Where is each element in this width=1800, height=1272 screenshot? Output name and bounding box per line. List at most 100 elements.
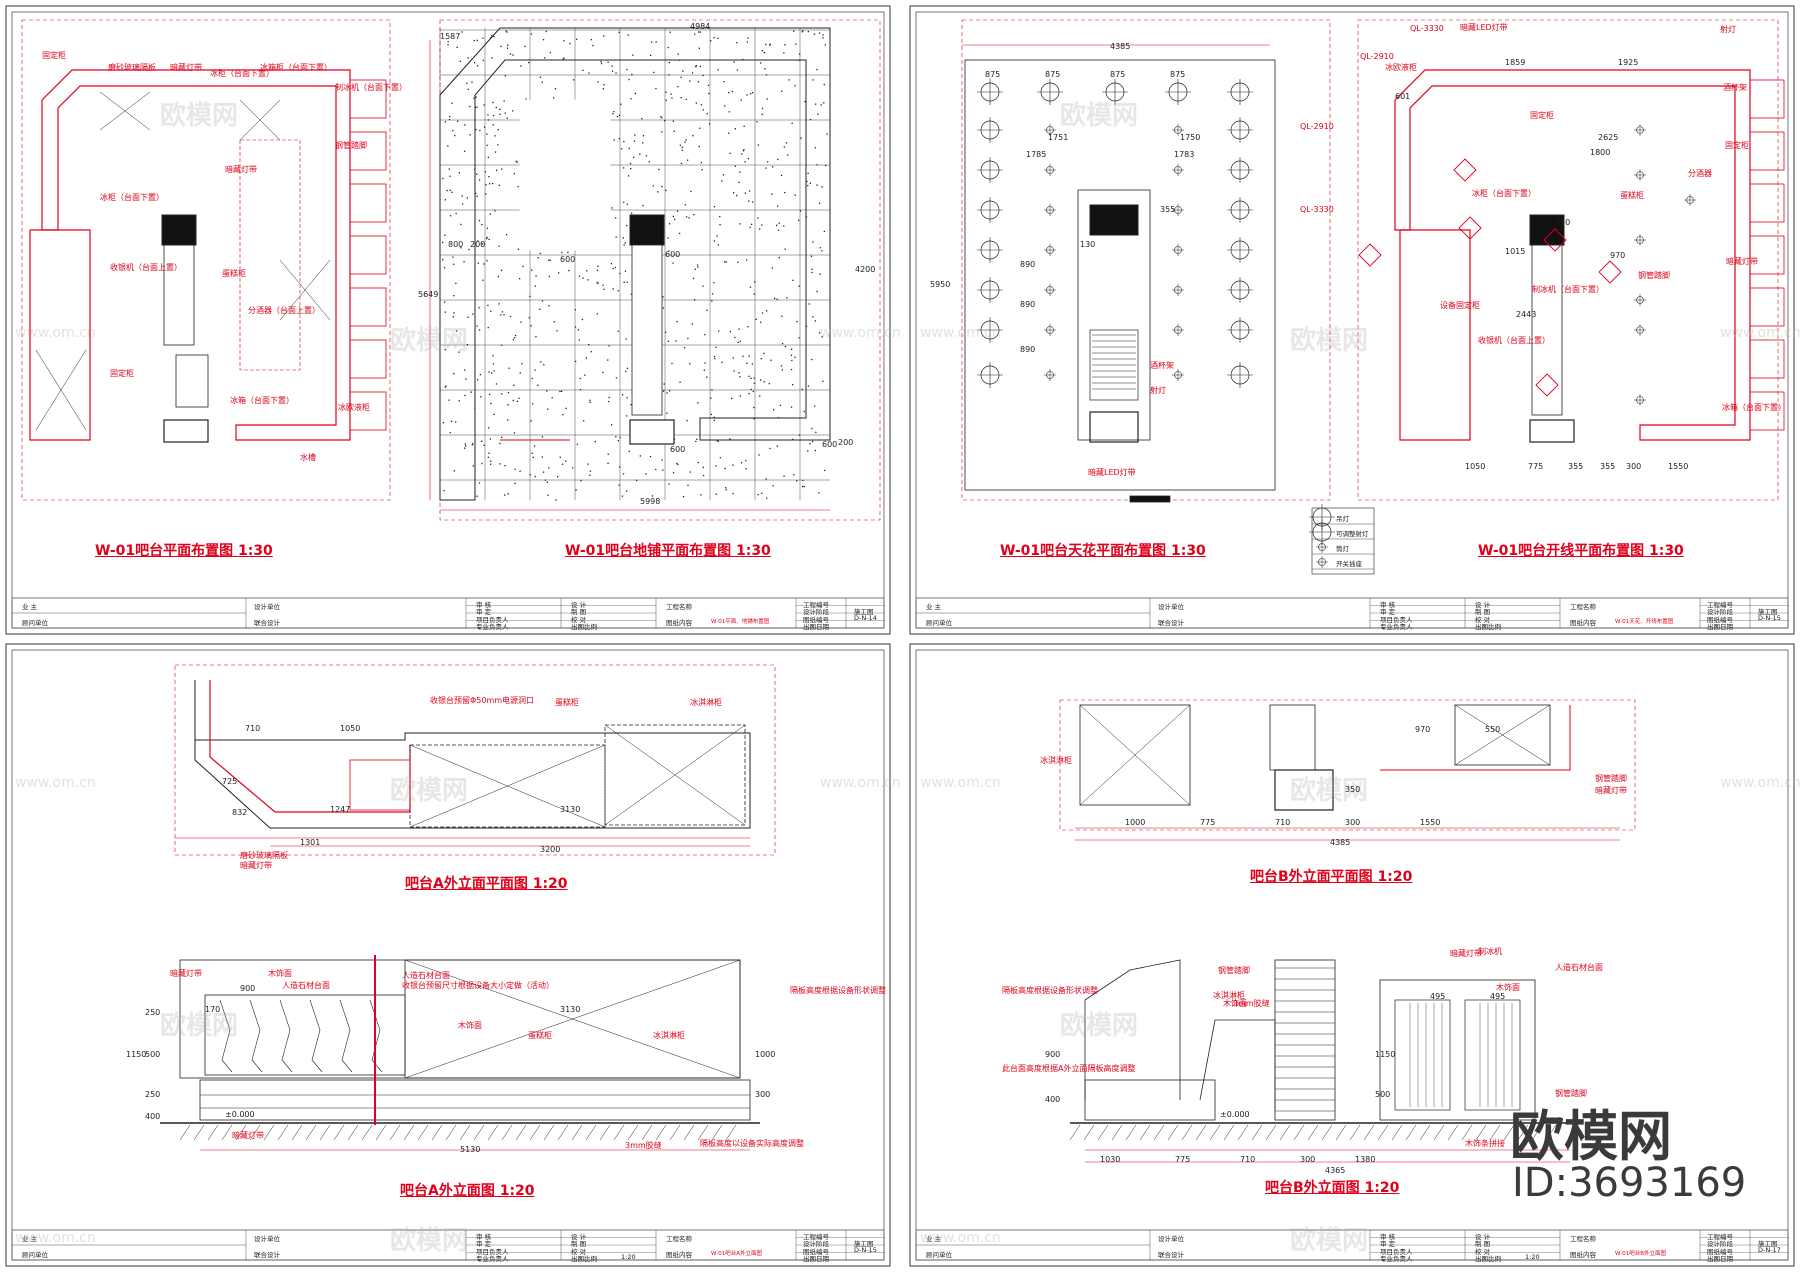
floor-texture-dot bbox=[791, 122, 793, 124]
elevation-title: 吧台B外立面平面图 1:20 bbox=[1250, 869, 1413, 885]
floor-texture-dot bbox=[661, 131, 663, 133]
floor-texture-dot bbox=[464, 124, 466, 126]
floor-texture-dot bbox=[475, 128, 477, 131]
display-cabinet bbox=[1274, 769, 1334, 811]
floor-texture-dot bbox=[592, 45, 594, 47]
floor-texture-dot bbox=[541, 300, 544, 302]
floor-hatch bbox=[1363, 1124, 1375, 1141]
section-marker-icon bbox=[1598, 260, 1622, 284]
floor-texture-dot bbox=[707, 84, 710, 86]
floor-hatch bbox=[1321, 1124, 1333, 1141]
floor-texture-dot bbox=[481, 462, 483, 465]
floor-texture-dot bbox=[780, 174, 783, 177]
title-block-field: 制 图 bbox=[571, 1240, 587, 1248]
plan-title: W-01吧台天花平面布置图 1:30 bbox=[1000, 543, 1206, 559]
floor-texture-dot bbox=[475, 96, 477, 98]
watermark-text: 欧模网 bbox=[1060, 1011, 1139, 1041]
floor-texture-dot bbox=[745, 459, 747, 462]
watermark-text: 欧模网 bbox=[1290, 776, 1369, 806]
floor-texture-dot bbox=[699, 65, 701, 68]
floor-texture-dot bbox=[515, 160, 517, 162]
floor-texture-dot bbox=[756, 121, 758, 123]
floor-texture-dot bbox=[541, 456, 543, 458]
floor-texture-dot bbox=[729, 438, 731, 440]
bar-island bbox=[1531, 244, 1563, 416]
floor-texture-dot bbox=[458, 351, 460, 353]
dimension-text: 5649 bbox=[418, 290, 439, 299]
floor-texture-dot bbox=[467, 88, 469, 90]
floor-texture-dot bbox=[629, 162, 632, 165]
floor-texture-dot bbox=[515, 334, 517, 337]
floor-texture-dot bbox=[516, 161, 518, 163]
plan-label: 暗藏灯带 bbox=[170, 63, 202, 72]
ceiling-label: 暗藏LED灯带 bbox=[1088, 468, 1136, 477]
floor-texture-dot bbox=[742, 150, 745, 152]
wood-panel bbox=[1274, 959, 1336, 1121]
floor-texture-dot bbox=[612, 288, 614, 290]
floor-texture-dot bbox=[706, 309, 708, 311]
base-plinth bbox=[1084, 1079, 1216, 1121]
floor-texture-dot bbox=[689, 471, 691, 473]
floor-texture-dot bbox=[607, 453, 609, 455]
title-block-field: 校 对 bbox=[571, 615, 587, 624]
legend-label: 吊灯 bbox=[1336, 515, 1349, 523]
floor-texture-dot bbox=[471, 444, 473, 446]
floor-texture-dot bbox=[662, 390, 665, 392]
floor-texture-dot bbox=[662, 469, 664, 471]
title-block-content-label: 图纸内容 bbox=[1570, 1251, 1596, 1259]
floor-texture-dot bbox=[713, 36, 715, 39]
floor-hatch bbox=[1335, 1124, 1347, 1141]
floor-texture-dot bbox=[464, 394, 466, 397]
floor-texture-dot bbox=[589, 474, 591, 476]
title-block-content: W-01吧台B外立面图 bbox=[1615, 1251, 1666, 1257]
wiring-label: 冰柜（台面下置） bbox=[1472, 189, 1536, 198]
plan-label: 固定柜 bbox=[110, 369, 134, 378]
floor-texture-dot bbox=[528, 61, 530, 64]
dimension-text: 875 bbox=[1170, 70, 1186, 79]
floor-texture-dot bbox=[455, 330, 458, 332]
floor-texture-dot bbox=[699, 31, 701, 33]
floor-texture-dot bbox=[822, 37, 824, 39]
title-block-field: 出图比例 bbox=[571, 1255, 597, 1263]
floor-texture-dot bbox=[702, 74, 704, 77]
floor-texture-dot bbox=[458, 172, 460, 174]
title-block-content: W-01天花、开线布置图 bbox=[1615, 619, 1674, 625]
floor-texture-dot bbox=[692, 135, 694, 137]
floor-hatch bbox=[1279, 1124, 1291, 1141]
dimension-text: 775 bbox=[1200, 818, 1216, 827]
floor-texture-dot bbox=[560, 390, 563, 392]
floor-texture-dot bbox=[681, 146, 683, 148]
floor-texture-dot bbox=[489, 438, 491, 440]
floor-texture-dot bbox=[819, 247, 821, 249]
section-marker-icon bbox=[1358, 243, 1382, 267]
plan-label: 冰箱（台面下置） bbox=[230, 396, 294, 405]
floor-texture-dot bbox=[711, 293, 714, 295]
bar-stool bbox=[349, 391, 387, 431]
floor-texture-dot bbox=[486, 133, 488, 135]
floor-texture-dot bbox=[452, 316, 454, 318]
title-block-co-design: 联合设计 bbox=[254, 619, 280, 627]
floor-texture-dot bbox=[657, 191, 659, 193]
elevation-label: 木饰面 bbox=[268, 969, 292, 978]
floor-texture-dot bbox=[476, 106, 478, 108]
floor-texture-dot bbox=[507, 44, 509, 46]
floor-texture-dot bbox=[750, 388, 752, 391]
dimension-text: 355 bbox=[1160, 205, 1176, 214]
floor-texture-dot bbox=[739, 395, 741, 397]
title-block-scale: 1:20 bbox=[621, 1253, 636, 1261]
floor-texture-dot bbox=[779, 404, 782, 407]
wiring-label: 分酒器 bbox=[1688, 169, 1712, 178]
floor-texture-dot bbox=[783, 146, 785, 148]
floor-texture-dot bbox=[483, 444, 485, 446]
floor-texture-dot bbox=[754, 281, 756, 283]
floor-texture-dot bbox=[574, 309, 577, 311]
floor-texture-dot bbox=[804, 100, 806, 103]
elevation-label: 木饰条拼接 bbox=[1465, 1139, 1505, 1148]
floor-texture-dot bbox=[621, 495, 624, 497]
floor-texture-dot bbox=[760, 358, 762, 360]
floor-texture-dot bbox=[715, 493, 717, 495]
floor-texture-dot bbox=[476, 495, 478, 497]
floor-texture-dot bbox=[737, 261, 739, 263]
floor-texture-dot bbox=[755, 318, 757, 320]
